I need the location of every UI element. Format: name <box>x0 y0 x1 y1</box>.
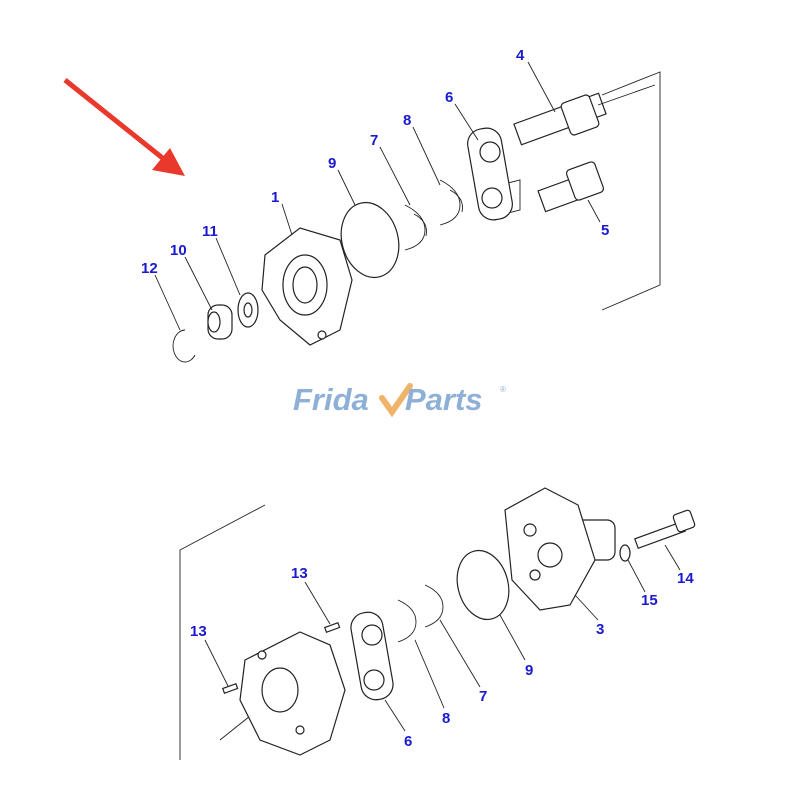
label-6: 6 <box>445 89 453 106</box>
label-10: 10 <box>170 242 187 259</box>
label-12: 12 <box>141 260 158 277</box>
part-7-8-springs-lower <box>397 584 444 643</box>
red-arrow-icon <box>63 78 185 176</box>
label-7: 7 <box>370 132 378 149</box>
part-5-gear-shaft <box>537 161 605 213</box>
label-4: 4 <box>516 47 525 64</box>
part-13-pin-2 <box>221 682 239 694</box>
label-6-lower: 6 <box>404 733 412 750</box>
part-11-washer-hole <box>243 302 253 318</box>
label-11: 11 <box>202 223 218 240</box>
part-4-gear-shaft <box>513 84 656 146</box>
part-14-bolt <box>634 509 696 550</box>
part-9-o-ring-lower <box>456 549 510 621</box>
label-14: 14 <box>677 570 694 587</box>
label-8: 8 <box>403 112 411 129</box>
part-6-plate-lower <box>350 611 394 701</box>
part-8-7-springs <box>404 179 463 251</box>
logo-text-left: Frida <box>293 382 369 417</box>
part-9-o-ring <box>340 201 400 279</box>
logo-registered: ® <box>500 385 506 394</box>
part-1-housing <box>261 227 353 346</box>
gear-housing-lower <box>239 631 346 756</box>
label-5: 5 <box>601 222 609 239</box>
part-12-snap-ring <box>172 329 196 363</box>
fridayparts-logo: Frida Parts ® <box>293 382 506 418</box>
logo-text-right: Parts <box>405 382 483 417</box>
part-15-washer <box>619 544 631 562</box>
label-15: 15 <box>641 592 658 609</box>
part-13-pin <box>323 621 341 633</box>
upper-leader-lines <box>154 61 601 331</box>
label-3: 3 <box>596 621 604 638</box>
part-labels: 4 6 8 7 9 1 11 10 12 5 13 13 14 15 3 9 7… <box>141 47 694 750</box>
label-7-lower: 7 <box>479 688 487 705</box>
label-9-lower: 9 <box>525 662 533 679</box>
label-8-lower: 8 <box>442 710 450 727</box>
label-13: 13 <box>291 565 308 582</box>
logo-check-icon <box>379 383 413 418</box>
lower-leader-lines <box>204 544 681 732</box>
part-6-plate <box>467 127 513 221</box>
label-9: 9 <box>328 155 336 172</box>
part-3-cover <box>504 487 616 611</box>
label-1: 1 <box>271 189 279 206</box>
part-10-bearing <box>207 304 233 340</box>
label-13-b: 13 <box>190 623 207 640</box>
